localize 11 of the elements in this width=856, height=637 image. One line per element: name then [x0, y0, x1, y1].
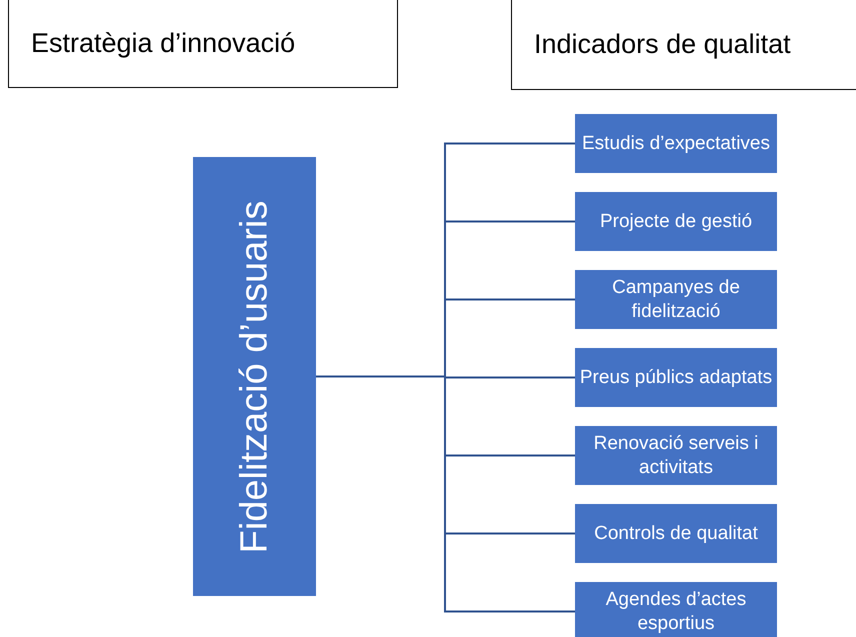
indicator-box: Renovació serveis i activitats	[575, 426, 777, 485]
indicator-box: Estudis d’expectatives	[575, 114, 777, 173]
indicator-box: Projecte de gestió	[575, 192, 777, 251]
indicator-box: Campanyes de fidelització	[575, 270, 777, 329]
heading-box: Estratègia d’innovació	[8, 0, 398, 88]
vertical-label: Fidelització d’usuaris	[233, 199, 276, 555]
indicator-box: Preus públics adaptats	[575, 348, 777, 407]
heading-box: Indicadors de qualitat	[511, 0, 856, 90]
indicator-box: Agendes d’actes esportius	[575, 582, 777, 637]
indicator-box: Controls de qualitat	[575, 504, 777, 563]
category-bar	[193, 157, 316, 596]
